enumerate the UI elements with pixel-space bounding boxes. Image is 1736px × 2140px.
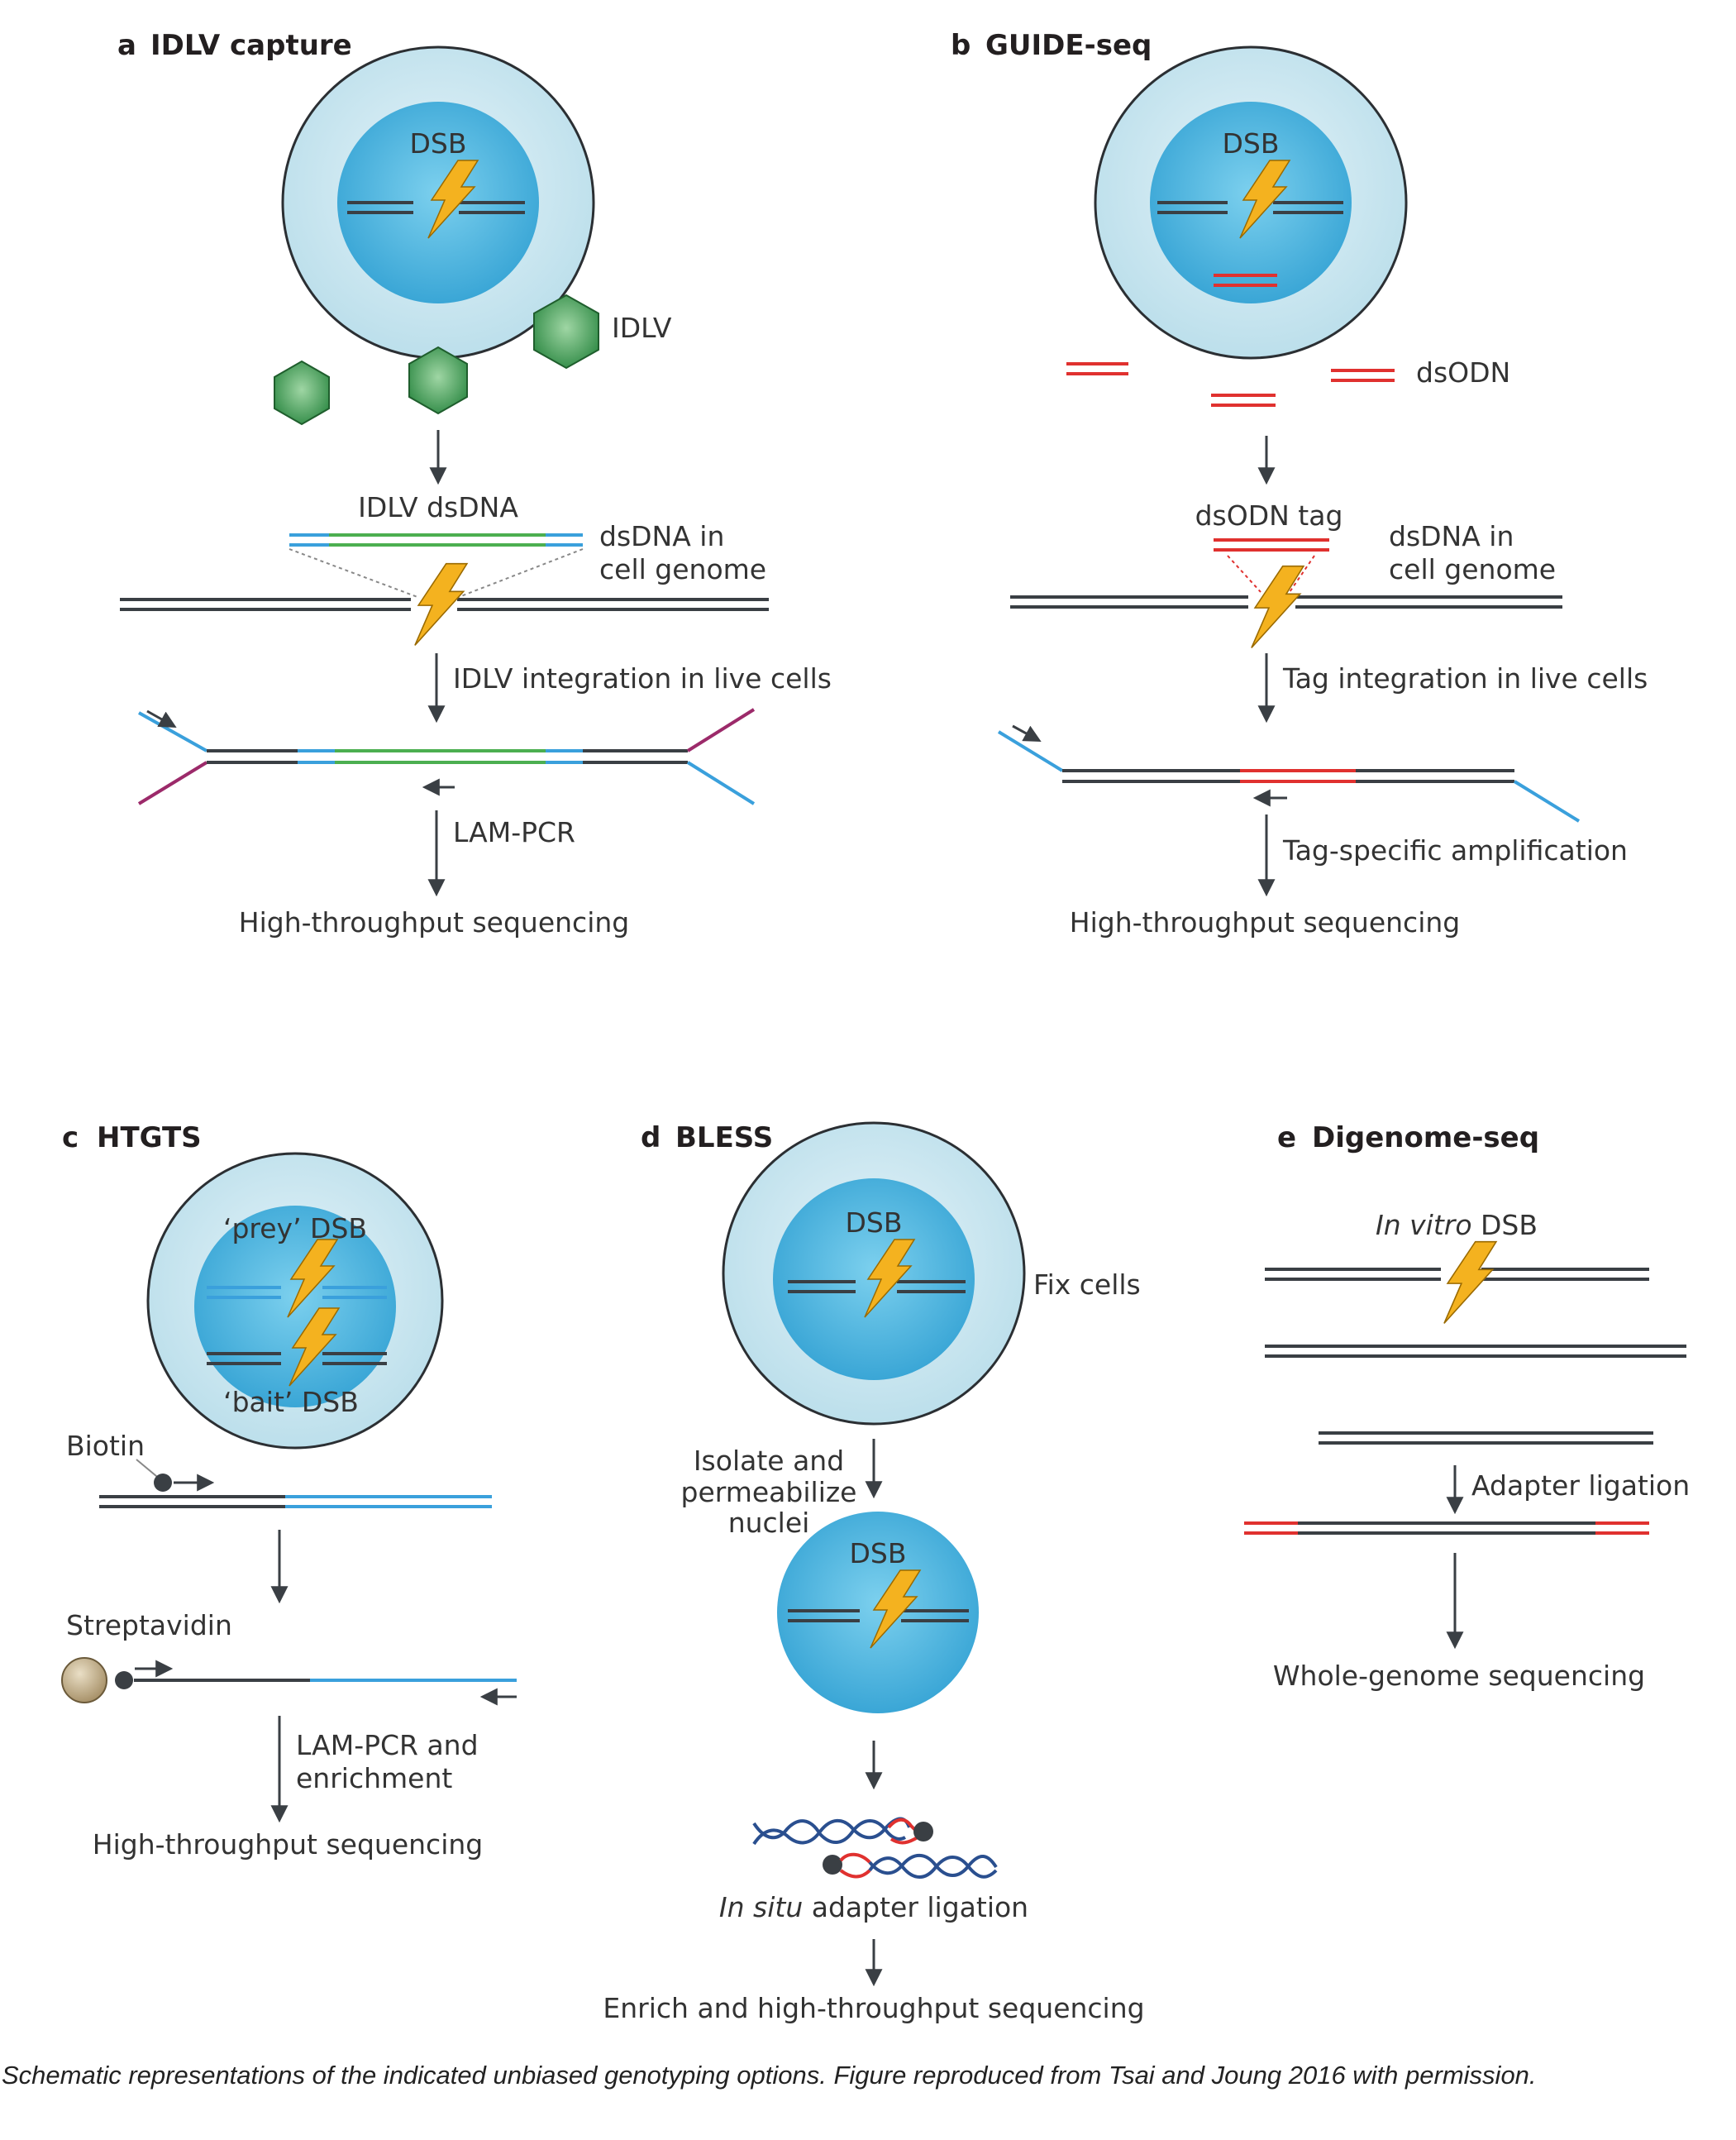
panel-c-biotin-dna [99, 1459, 492, 1508]
panel-d-isolate1-label: Isolate and [694, 1445, 844, 1477]
panel-c-step1b-label: enrichment [296, 1762, 452, 1794]
biotin-dot-icon [115, 1671, 133, 1689]
panel-a: a IDLV capture DSB IDLV IDLV dsDNA [117, 29, 832, 939]
panel-d-fix-label: Fix cells [1033, 1268, 1141, 1301]
idlv-hexagon-icon [408, 346, 468, 415]
panel-d: d BLESS DSB Fix cells Isolate and permea… [603, 1121, 1144, 2024]
panel-d-insitu-label: In situ adapter ligation [719, 1891, 1028, 1923]
panel-b-dsb-label: DSB [1223, 127, 1280, 160]
panel-a-dsb-label: DSB [410, 127, 467, 160]
panel-d-nucleus-dna [788, 1280, 966, 1293]
panel-a-idlv-label: IDLV [612, 312, 672, 344]
panel-d-title: BLESS [675, 1121, 773, 1154]
panel-a-nucleus [337, 102, 539, 303]
panel-e-final-label: Whole-genome sequencing [1273, 1660, 1645, 1692]
panel-b-genome-dna [1010, 595, 1562, 609]
panel-d-isolated-dna [788, 1609, 969, 1622]
panel-c-bait-dna [207, 1352, 387, 1365]
idlv-hexagon-icon [533, 294, 599, 370]
panel-a-idlv-hexagons [274, 294, 599, 426]
panel-b-final-label: High-throughput sequencing [1070, 906, 1460, 939]
panel-b-dsodn-molecules [1066, 362, 1395, 407]
panel-a-step1-label: IDLV integration in live cells [453, 662, 832, 695]
adapter-biotin-icon [823, 1855, 842, 1875]
panel-c-prey-dna [207, 1286, 387, 1299]
biotin-dot-icon [154, 1474, 172, 1492]
panel-a-genome-dna [120, 598, 769, 611]
panel-a-title: IDLV capture [150, 29, 352, 62]
panel-a-letter: a [117, 29, 136, 62]
panel-b-nucleus [1150, 102, 1352, 303]
panel-c: c HTGTS ‘prey’ DSB ‘bait’ DSB Biotin [61, 1121, 517, 1861]
panel-d-dsb2-label: DSB [850, 1537, 907, 1569]
panel-c-letter: c [62, 1121, 79, 1154]
panel-b: b GUIDE-seq DSB dsODN dsODN tag [951, 29, 1648, 939]
figure-caption: Schematic representations of the indicat… [2, 2061, 1537, 2090]
panel-e-adapter-dna [1244, 1431, 1653, 1535]
panel-a-step2-label: LAM-PCR [453, 816, 575, 848]
panel-c-final-label: High-throughput sequencing [93, 1828, 483, 1861]
panel-b-step2-label: Tag-specific amplification [1282, 834, 1628, 867]
panel-c-prey-label: ‘prey’ DSB [223, 1212, 367, 1244]
panel-a-cell-genome-label: cell genome [599, 553, 766, 585]
panel-e-step1-label: Adapter ligation [1471, 1469, 1690, 1502]
panel-e-invitro-label: In vitro DSB [1376, 1209, 1538, 1241]
panel-b-title: GUIDE-seq [985, 29, 1152, 62]
streptavidin-bead-icon [61, 1657, 107, 1703]
panel-e-title: Digenome-seq [1312, 1121, 1539, 1154]
panel-b-cell-genome-label: cell genome [1389, 553, 1556, 585]
panel-a-idlv-insert [289, 533, 584, 598]
panel-d-isolated-nucleus [777, 1512, 979, 1713]
panel-b-integrated-dna [997, 724, 1581, 823]
adapter-biotin-icon [913, 1822, 933, 1841]
panel-e-bolt-icon [1443, 1240, 1497, 1325]
panel-c-title: HTGTS [97, 1121, 202, 1154]
panel-d-helix-dna [752, 1817, 998, 1879]
panel-b-dsodn-tag-label: dsODN tag [1195, 499, 1343, 532]
panel-b-dsodn-label: dsODN [1416, 356, 1510, 389]
panel-a-genome-bolt-icon [414, 562, 468, 647]
panel-e-dsb-dna [1265, 1268, 1686, 1358]
panel-d-dsb-label: DSB [846, 1206, 903, 1239]
panel-b-tag-insert [1214, 538, 1329, 593]
idlv-hexagon-icon [274, 360, 330, 426]
panel-b-step1-label: Tag integration in live cells [1282, 662, 1648, 695]
panel-c-streptavidin-label: Streptavidin [66, 1609, 232, 1641]
panel-c-step1-label: LAM-PCR and [296, 1729, 479, 1761]
panel-b-nucleus-dna [1157, 201, 1343, 287]
panel-c-biotin-label: Biotin [66, 1430, 145, 1462]
panel-b-letter: b [951, 29, 971, 62]
panel-b-dsdna-in-label: dsDNA in [1389, 520, 1514, 552]
panel-e: e Digenome-seq In vitro DSB Adapter liga… [1244, 1121, 1690, 1692]
panel-c-bait-label: ‘bait’ DSB [223, 1386, 359, 1418]
panel-c-streptavidin-dna [61, 1657, 517, 1706]
panel-a-dsdna-in-label: dsDNA in [599, 520, 724, 552]
panel-a-idlv-dsdna-label: IDLV dsDNA [358, 491, 518, 523]
panel-d-isolate2-label: permeabilize [681, 1476, 857, 1508]
panel-d-final-label: Enrich and high-throughput sequencing [603, 1992, 1144, 2024]
panel-a-integrated-dna [137, 708, 756, 805]
panel-a-final-label: High-throughput sequencing [239, 906, 629, 939]
panel-a-nucleus-dna [347, 201, 525, 214]
panel-d-letter: d [641, 1121, 661, 1154]
panel-d-isolate3-label: nuclei [728, 1507, 810, 1539]
panel-e-letter: e [1277, 1121, 1296, 1154]
